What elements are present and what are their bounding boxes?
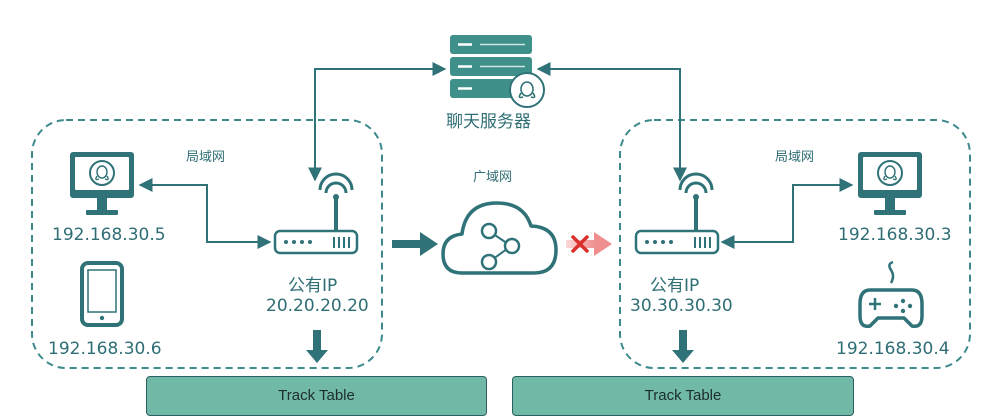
desktop-monitor-icon (70, 152, 134, 215)
left-track-table: Track Table (146, 376, 487, 416)
right-gamepad-ip: 192.168.30.4 (836, 339, 950, 359)
link-left-monitor-router (138, 178, 272, 249)
router-right-icon (634, 172, 720, 255)
left-router-label: 公有IP (288, 276, 338, 296)
blocked-arrow-icon (566, 232, 612, 256)
server-label: 聊天服务器 (446, 112, 531, 132)
gamepad-icon (858, 260, 924, 329)
link-left-router-server (308, 62, 447, 182)
link-right-router-server (536, 62, 687, 182)
left-monitor-ip: 192.168.30.5 (52, 225, 166, 245)
right-track-table: Track Table (512, 376, 854, 416)
forward-arrow-icon (392, 232, 438, 256)
desktop-monitor-icon (858, 152, 922, 215)
right-monitor-ip: 192.168.30.3 (838, 225, 952, 245)
lan-left-label: 局域网 (186, 150, 226, 165)
down-arrow-icon (672, 330, 694, 363)
mobile-phone-icon (80, 261, 124, 327)
cloud-share-icon (441, 201, 558, 275)
network-diagram (31, 35, 971, 369)
left-phone-ip: 192.168.30.6 (48, 339, 162, 359)
left-router-ip: 20.20.20.20 (266, 296, 369, 316)
chat-server-icon (450, 35, 545, 108)
down-arrow-icon (306, 330, 328, 363)
lan-left-zone (31, 119, 383, 369)
link-right-monitor-router (720, 178, 854, 249)
wan-label: 广域网 (473, 170, 513, 185)
lan-right-label: 局域网 (775, 150, 815, 165)
lan-right-zone (619, 119, 971, 369)
router-left-icon (273, 172, 359, 255)
right-router-label: 公有IP (650, 276, 700, 296)
right-router-ip: 30.30.30.30 (630, 296, 733, 316)
